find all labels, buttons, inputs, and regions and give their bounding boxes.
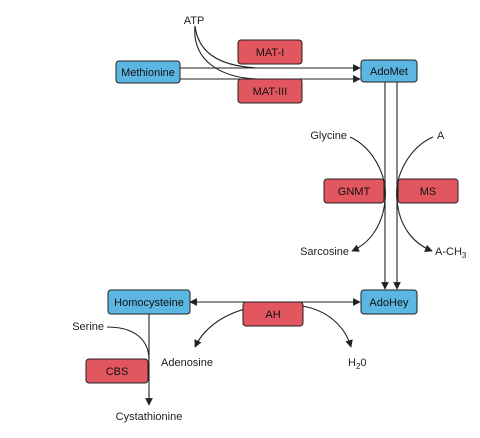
enzyme-ah-label: AH: [265, 309, 280, 321]
label-adenosine: Adenosine: [161, 357, 213, 369]
label-glycine: Glycine: [310, 130, 347, 142]
enzyme-cbs-label: CBS: [106, 366, 129, 378]
enzyme-mat1[interactable]: MAT-I: [237, 39, 303, 65]
label-atp: ATP: [184, 15, 205, 27]
arrow-a-to-ach3: [396, 136, 434, 252]
enzyme-mat3[interactable]: MAT-III: [237, 78, 303, 104]
label-a-ch3: A-CH3: [435, 246, 467, 260]
enzyme-ah[interactable]: AH: [242, 301, 304, 327]
enzyme-mat1-label: MAT-I: [256, 47, 285, 59]
enzyme-gnmt[interactable]: GNMT: [323, 178, 385, 204]
serine-input-curve: [106, 326, 150, 361]
atp-input-curve-2: [194, 25, 259, 80]
node-methionine[interactable]: Methionine: [115, 60, 181, 84]
node-adohey[interactable]: AdoHey: [360, 289, 418, 315]
node-methionine-label: Methionine: [121, 67, 175, 79]
arrow-glycine-to-sarcosine: [349, 136, 386, 252]
label-h2o: H20: [348, 357, 367, 371]
node-homocysteine[interactable]: Homocysteine: [107, 289, 191, 315]
enzyme-gnmt-label: GNMT: [338, 186, 371, 198]
enzyme-cbs[interactable]: CBS: [85, 358, 149, 384]
node-homocysteine-label: Homocysteine: [114, 297, 184, 309]
enzyme-ms-label: MS: [420, 186, 437, 198]
enzyme-ms[interactable]: MS: [397, 178, 459, 204]
label-serine: Serine: [72, 321, 104, 333]
node-adohey-label: AdoHey: [369, 297, 409, 309]
node-adomet[interactable]: AdoMet: [360, 59, 418, 83]
enzyme-mat3-label: MAT-III: [253, 86, 288, 98]
label-a: A: [437, 130, 445, 142]
label-sarcosine: Sarcosine: [300, 246, 349, 258]
node-adomet-label: AdoMet: [370, 66, 408, 78]
arrow-ah-to-h2o: [301, 305, 353, 348]
atp-input-curve-1: [194, 25, 259, 69]
label-cystathionine: Cystathionine: [116, 411, 183, 423]
